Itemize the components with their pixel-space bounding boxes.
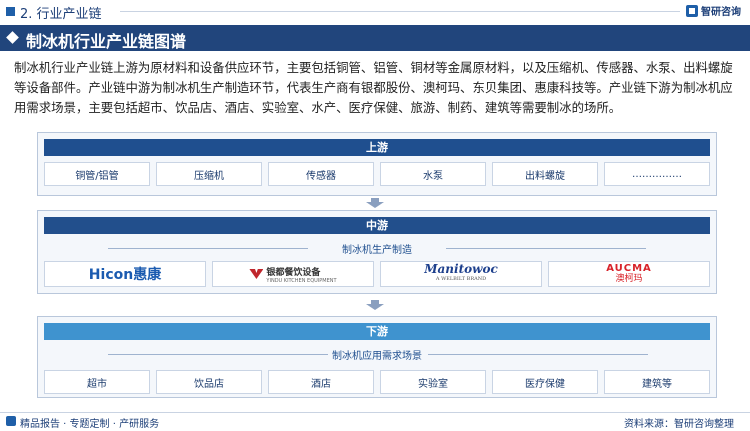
brand-logo: 智研咨询: [686, 3, 741, 18]
manitowoc-logo-subtext: A WELBILT BRAND: [435, 276, 487, 282]
section-title: 2. 行业产业链: [20, 7, 102, 22]
aucma-logo-text: AUCMA: [606, 263, 652, 274]
aucma-logo-cn: 澳柯玛: [615, 274, 643, 284]
upstream-item: 出料螺旋: [492, 162, 598, 186]
divider-left: [108, 354, 328, 355]
footer-divider: [0, 412, 750, 413]
logo-hicon: Hicon惠康: [44, 261, 206, 287]
divider-right: [446, 248, 646, 249]
arrow-down-icon: [366, 300, 384, 310]
upstream-header: 上游: [44, 139, 710, 156]
diamond-icon: [6, 31, 19, 44]
arrow-down-icon: [366, 198, 384, 208]
downstream-item: 实验室: [380, 370, 486, 394]
upstream-section: 上游 铜管/铝管 压缩机 传感器 水泵 出料螺旋 ……………: [37, 132, 717, 196]
page-title: 制冰机行业产业链图谱: [26, 32, 187, 51]
downstream-header: 下游: [44, 323, 710, 340]
footer-source: 资料来源：智研咨询整理: [624, 419, 734, 430]
downstream-items: 超市 饮品店 酒店 实验室 医疗保健 建筑等: [44, 370, 710, 394]
footer-tagline: 精品报告 · 专题定制 · 产研服务: [20, 419, 160, 430]
logo-yindu: 银都餐饮设备 YINDU KITCHEN EQUIPMENT: [212, 261, 374, 287]
section-square-icon: [6, 7, 15, 16]
downstream-item: 饮品店: [156, 370, 262, 394]
manitowoc-logo-text: Manitowoc: [424, 262, 498, 276]
midstream-header: 中游: [44, 217, 710, 234]
midstream-logos: Hicon惠康 银都餐饮设备 YINDU KITCHEN EQUIPMENT M…: [44, 261, 710, 287]
upstream-item: 传感器: [268, 162, 374, 186]
logo-manitowoc: Manitowoc A WELBILT BRAND: [380, 261, 542, 287]
midstream-section: 中游 制冰机生产制造 Hicon惠康 银都餐饮设备 YINDU KITCHEN …: [37, 210, 717, 294]
divider-right: [428, 354, 648, 355]
downstream-item: 酒店: [268, 370, 374, 394]
upstream-item: 铜管/铝管: [44, 162, 150, 186]
divider-left: [108, 248, 308, 249]
title-bar: 制冰机行业产业链图谱: [0, 25, 750, 51]
hicon-logo-text: Hicon惠康: [88, 267, 162, 283]
yindu-logo-subtext: YINDU KITCHEN EQUIPMENT: [266, 277, 337, 284]
downstream-subtitle: 制冰机应用需求场景: [332, 351, 422, 362]
midstream-subtitle: 制冰机生产制造: [342, 245, 412, 256]
upstream-item: 水泵: [380, 162, 486, 186]
downstream-item: 建筑等: [604, 370, 710, 394]
upstream-items: 铜管/铝管 压缩机 传感器 水泵 出料螺旋 ……………: [44, 162, 710, 186]
upstream-item: 压缩机: [156, 162, 262, 186]
yindu-logo-text: 银都餐饮设备: [266, 267, 321, 278]
downstream-section: 下游 制冰机应用需求场景 超市 饮品店 酒店 实验室 医疗保健 建筑等: [37, 316, 717, 398]
yindu-logo-icon: [249, 269, 264, 279]
top-header: 2. 行业产业链 智研咨询: [0, 0, 750, 22]
report-icon: [6, 416, 16, 426]
downstream-item: 医疗保健: [492, 370, 598, 394]
downstream-item: 超市: [44, 370, 150, 394]
brand-logo-icon: [686, 4, 698, 17]
logo-aucma: AUCMA 澳柯玛: [548, 261, 710, 287]
header-divider: [120, 11, 680, 12]
intro-paragraph: 制冰机行业产业链上游为原材料和设备供应环节，主要包括铜管、铝管、铜材等金属原材料…: [14, 60, 733, 115]
upstream-item: ……………: [604, 162, 710, 186]
brand-logo-text: 智研咨询: [701, 7, 741, 18]
footer: 精品报告 · 专题定制 · 产研服务 资料来源：智研咨询整理: [0, 412, 750, 431]
